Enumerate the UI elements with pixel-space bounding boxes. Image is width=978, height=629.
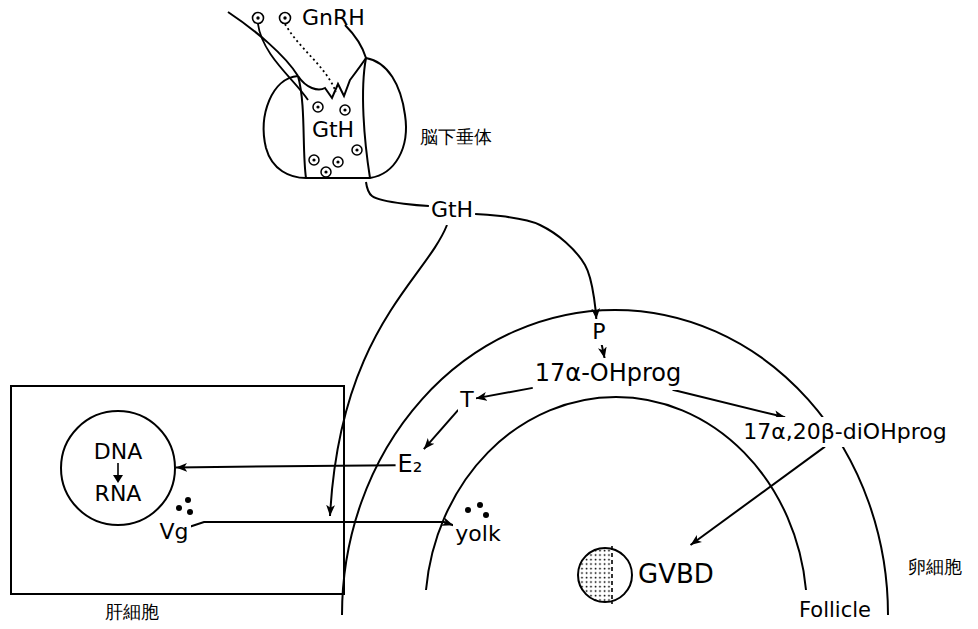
- organ-label: 肝細胞: [105, 602, 159, 623]
- steroid-label: 17α,20β-diOHprog: [741, 417, 948, 446]
- steroid-label: 17α,20β-diOHprog: [743, 419, 946, 444]
- lobe-boundary: [363, 58, 370, 178]
- organ-label: 卵細胞: [908, 557, 962, 578]
- hormone-label: E₂: [396, 449, 425, 481]
- arrow-connector: [691, 447, 825, 545]
- hormone-granule: [321, 167, 331, 177]
- gvbd-nucleus: GVBD: [572, 545, 727, 605]
- arrow-connector: [191, 522, 454, 526]
- vitellogenin-dot: [187, 509, 193, 515]
- hormone-granule: [340, 105, 350, 115]
- liver-cell: 肝細胞DNARNAVg: [10, 385, 345, 595]
- hormone-granule-core: [355, 148, 358, 151]
- neuron-body: [253, 13, 264, 24]
- cell-nucleus-shape: [60, 410, 176, 526]
- yolk-dot: [465, 507, 471, 513]
- lobe-boundary: [298, 76, 306, 178]
- arrow-connector: [475, 214, 596, 319]
- arrow-connector: [366, 182, 429, 206]
- hormone-granule-core: [312, 158, 315, 161]
- neuron-nucleus: [283, 16, 286, 19]
- pituitary-gland-shape: [258, 40, 413, 182]
- nucleus-outline: [61, 411, 175, 525]
- protein-label: Vg: [159, 519, 188, 544]
- arrow-connector: [602, 345, 605, 359]
- molecule-label: DNA: [94, 439, 142, 464]
- hormone-granule: [309, 155, 319, 165]
- pituitary-outline: [264, 58, 406, 178]
- hormone-label: E₂: [398, 451, 423, 479]
- steroid-label: P: [592, 319, 605, 344]
- event-label: GVBD: [638, 560, 714, 590]
- steroid-label: P: [592, 319, 605, 344]
- germinal-vesicle: [578, 548, 632, 602]
- yolk-dot: [477, 502, 483, 508]
- hormone-granule-core: [316, 105, 319, 108]
- hormone-granule: [352, 145, 362, 155]
- molecule-label: RNA: [95, 481, 142, 506]
- oocyte-outline: [342, 310, 888, 615]
- steroid-label: 17α-OHprog: [533, 358, 683, 390]
- transcription-arrow-shaft: [117, 463, 119, 476]
- pituitary-stalk: [228, 12, 298, 76]
- protein-label: Vg: [157, 517, 190, 546]
- breakdown-line: [611, 546, 613, 604]
- arrow-connector: [176, 465, 396, 467]
- neuron-body: [280, 13, 291, 24]
- neuron-axon: [285, 24, 336, 92]
- vitellogenin-dot: [185, 497, 191, 503]
- organ-label: 脳下垂体: [420, 127, 492, 148]
- steroid-label: 17α-OHprog: [535, 360, 681, 388]
- arrow-connector: [424, 410, 458, 449]
- steroid-label: T: [460, 387, 473, 412]
- hormone-granule-core: [343, 108, 346, 111]
- hormone-label: GtH: [429, 195, 475, 224]
- hormone-branch-arrow: [330, 225, 447, 516]
- yolk-dot: [483, 512, 489, 518]
- hormone-granule-core: [324, 170, 327, 173]
- steroid-label: T: [458, 385, 475, 414]
- yolk-label: yolk: [453, 519, 502, 548]
- vitellogenin-dot: [176, 505, 182, 511]
- hormone-label: GnRH: [302, 5, 365, 30]
- pituitary-gland: GtH脳下垂体: [258, 40, 413, 182]
- hormone-label: GtH: [312, 117, 354, 142]
- hormone-granule: [313, 102, 323, 112]
- lobe-boundary: [298, 58, 366, 98]
- stippled-nucleus: [578, 548, 612, 602]
- oocyte-outline: 卵細胞FollicleyolkGVBDP17α-OHprogTE₂17α,20β…: [342, 315, 888, 629]
- arrow-connector: [476, 388, 533, 399]
- hormone-granule: [333, 157, 343, 167]
- organ-label: Follicle: [799, 598, 871, 622]
- neuron-nucleus: [256, 16, 259, 19]
- hormone-label: GtH: [431, 197, 473, 222]
- yolk-label: yolk: [455, 521, 500, 546]
- cell-nucleus: DNA RNA: [60, 410, 176, 526]
- hormone-granule-core: [336, 160, 339, 163]
